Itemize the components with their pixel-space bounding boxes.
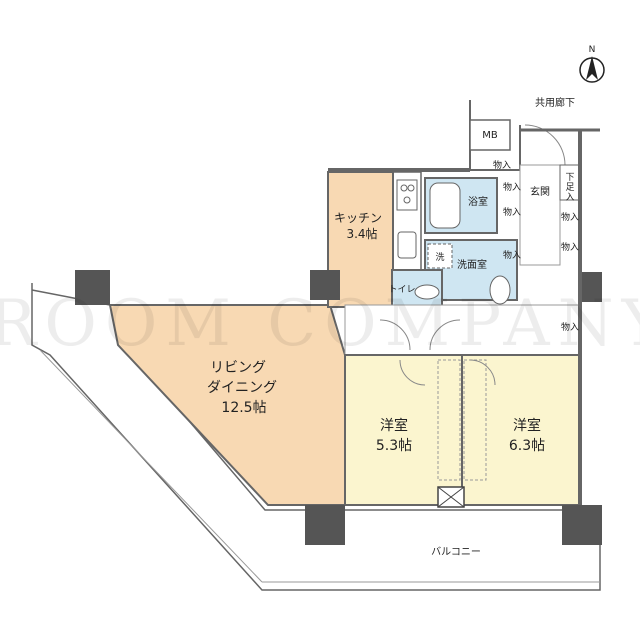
bedroom-1-name-label: 洋室 [380,417,408,434]
bedroom-2-size-label: 6.3帖 [509,438,545,454]
storage-label: 物入 [503,206,521,218]
column [562,505,602,545]
label-char: 下 [565,173,574,183]
kitchen-size-label: 3.4帖 [346,226,377,241]
hallway-door-swing [429,319,461,351]
mb-room [469,119,511,151]
storage-label: 物入 [503,249,521,261]
balcony-label: バルコニー [431,546,481,558]
north-compass: N [579,45,605,83]
stove-burner [407,184,415,192]
compass-label: N [589,45,596,55]
shoe-cabinet-label: 下 足 入 [565,173,574,203]
kitchen-sink [397,231,417,259]
storage-label: 物入 [503,181,521,193]
bathtub [429,182,461,229]
living-label-line1: リビング [210,360,266,376]
washroom-basin [489,275,511,305]
bedroom-1-door-swing [399,359,426,386]
bedroom-1 [344,354,463,506]
column [75,270,110,305]
wash-label: 洗 [435,251,444,263]
vent-shaft-cross [437,486,465,508]
stove-burner [403,196,411,204]
column [580,272,602,302]
washroom-label: 洗面室 [457,258,487,271]
bedroom-2-name-label: 洋室 [513,417,541,434]
toilet-label: トイレ [388,285,415,295]
entrance-storage [519,164,561,266]
entrance-label: 玄関 [530,185,550,198]
toilet-bowl [414,284,440,300]
mb-label: MB [482,130,498,141]
kitchen-name-label: キッチン [334,211,382,225]
storage-label: 物入 [561,321,579,333]
watermark: ROOM COMPANY [0,287,640,361]
hallway-door-swing [379,319,411,351]
bedroom-2-door-swing [469,359,496,386]
kitchen-stove [396,179,418,211]
stove-burner [400,184,408,192]
living-size-label: 12.5帖 [221,400,266,416]
entrance-area [469,100,581,266]
bedroom-closet [437,359,461,481]
balcony-railing [39,349,263,583]
label-char: 入 [565,192,574,203]
column [305,505,345,545]
storage-label: 物入 [561,241,579,253]
hallway [344,304,581,356]
storage-label: 物入 [493,159,511,171]
storage-label: 物入 [561,211,579,223]
bedroom-1-size-label: 5.3帖 [376,438,412,454]
corridor-label: 共用廊下 [535,96,575,109]
column [310,270,340,300]
bath-label: 浴室 [468,195,488,208]
front-door-swing [524,124,566,166]
compass-arrow-icon [586,56,598,80]
label-char: 足 [565,182,574,193]
living-label-line2: ダイニング [207,380,277,396]
washing-machine-space [427,243,453,269]
